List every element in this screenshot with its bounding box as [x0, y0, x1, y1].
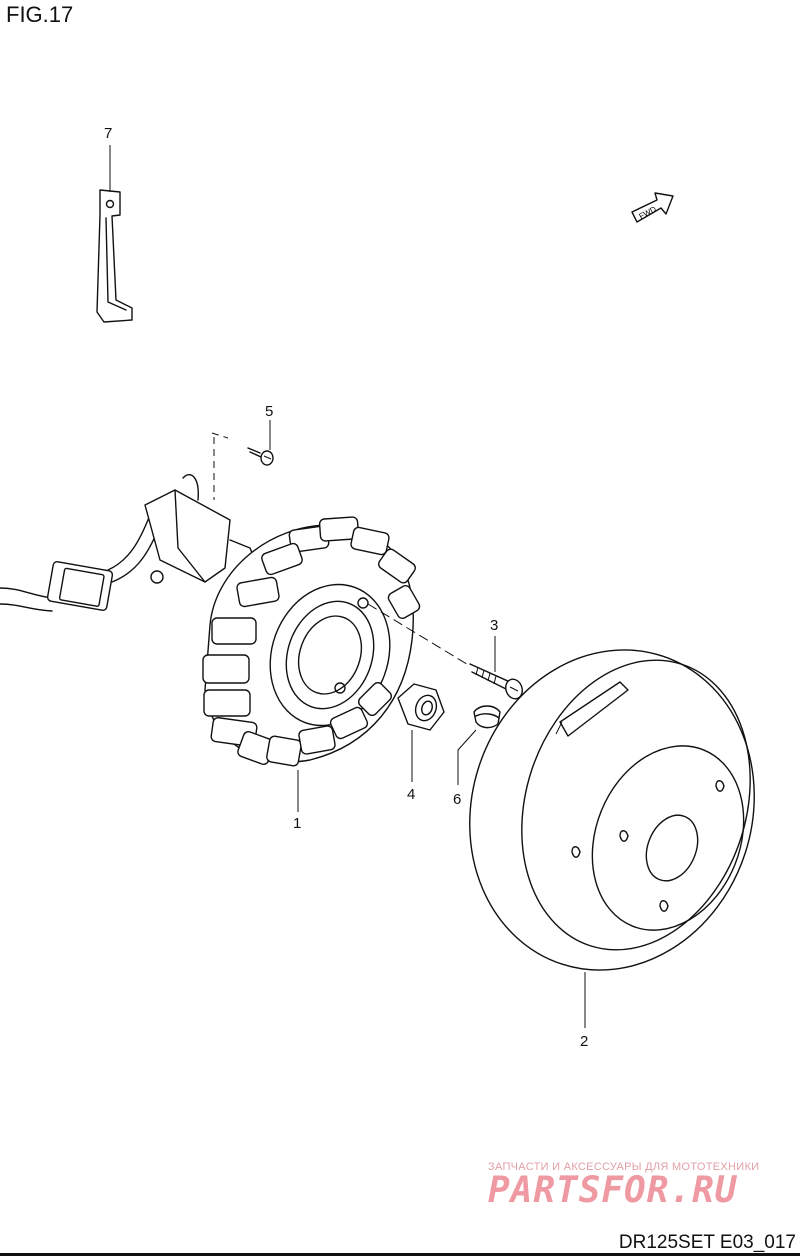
watermark-logo: PARTSFOR.RU: [488, 1170, 738, 1211]
figure-title: FIG.17: [6, 2, 74, 27]
part-3-screw[interactable]: [469, 636, 525, 701]
diagram-code: DR125SET E03_017: [618, 1232, 796, 1253]
watermark-tagline: ЗАПЧАСТИ И АКСЕССУАРЫ ДЛЯ МОТОТЕХНИКИ: [488, 1161, 760, 1173]
part-1-stator[interactable]: [0, 473, 421, 812]
callout-7: 7: [104, 125, 112, 142]
part-7-bracket[interactable]: [96, 145, 133, 323]
callout-1: 1: [293, 815, 301, 832]
part-6-key[interactable]: [457, 705, 501, 785]
callout-6: 6: [453, 791, 461, 808]
part-4-nut[interactable]: [397, 683, 445, 782]
callout-5: 5: [265, 403, 273, 420]
callout-3: 3: [490, 617, 498, 634]
callout-2: 2: [580, 1033, 588, 1050]
fwd-arrow-icon: FWD: [631, 192, 674, 223]
footer-rule: [0, 1253, 800, 1256]
callout-4: 4: [407, 786, 415, 803]
part-2-rotor[interactable]: [429, 613, 795, 1028]
part-5-screw[interactable]: [247, 420, 274, 466]
